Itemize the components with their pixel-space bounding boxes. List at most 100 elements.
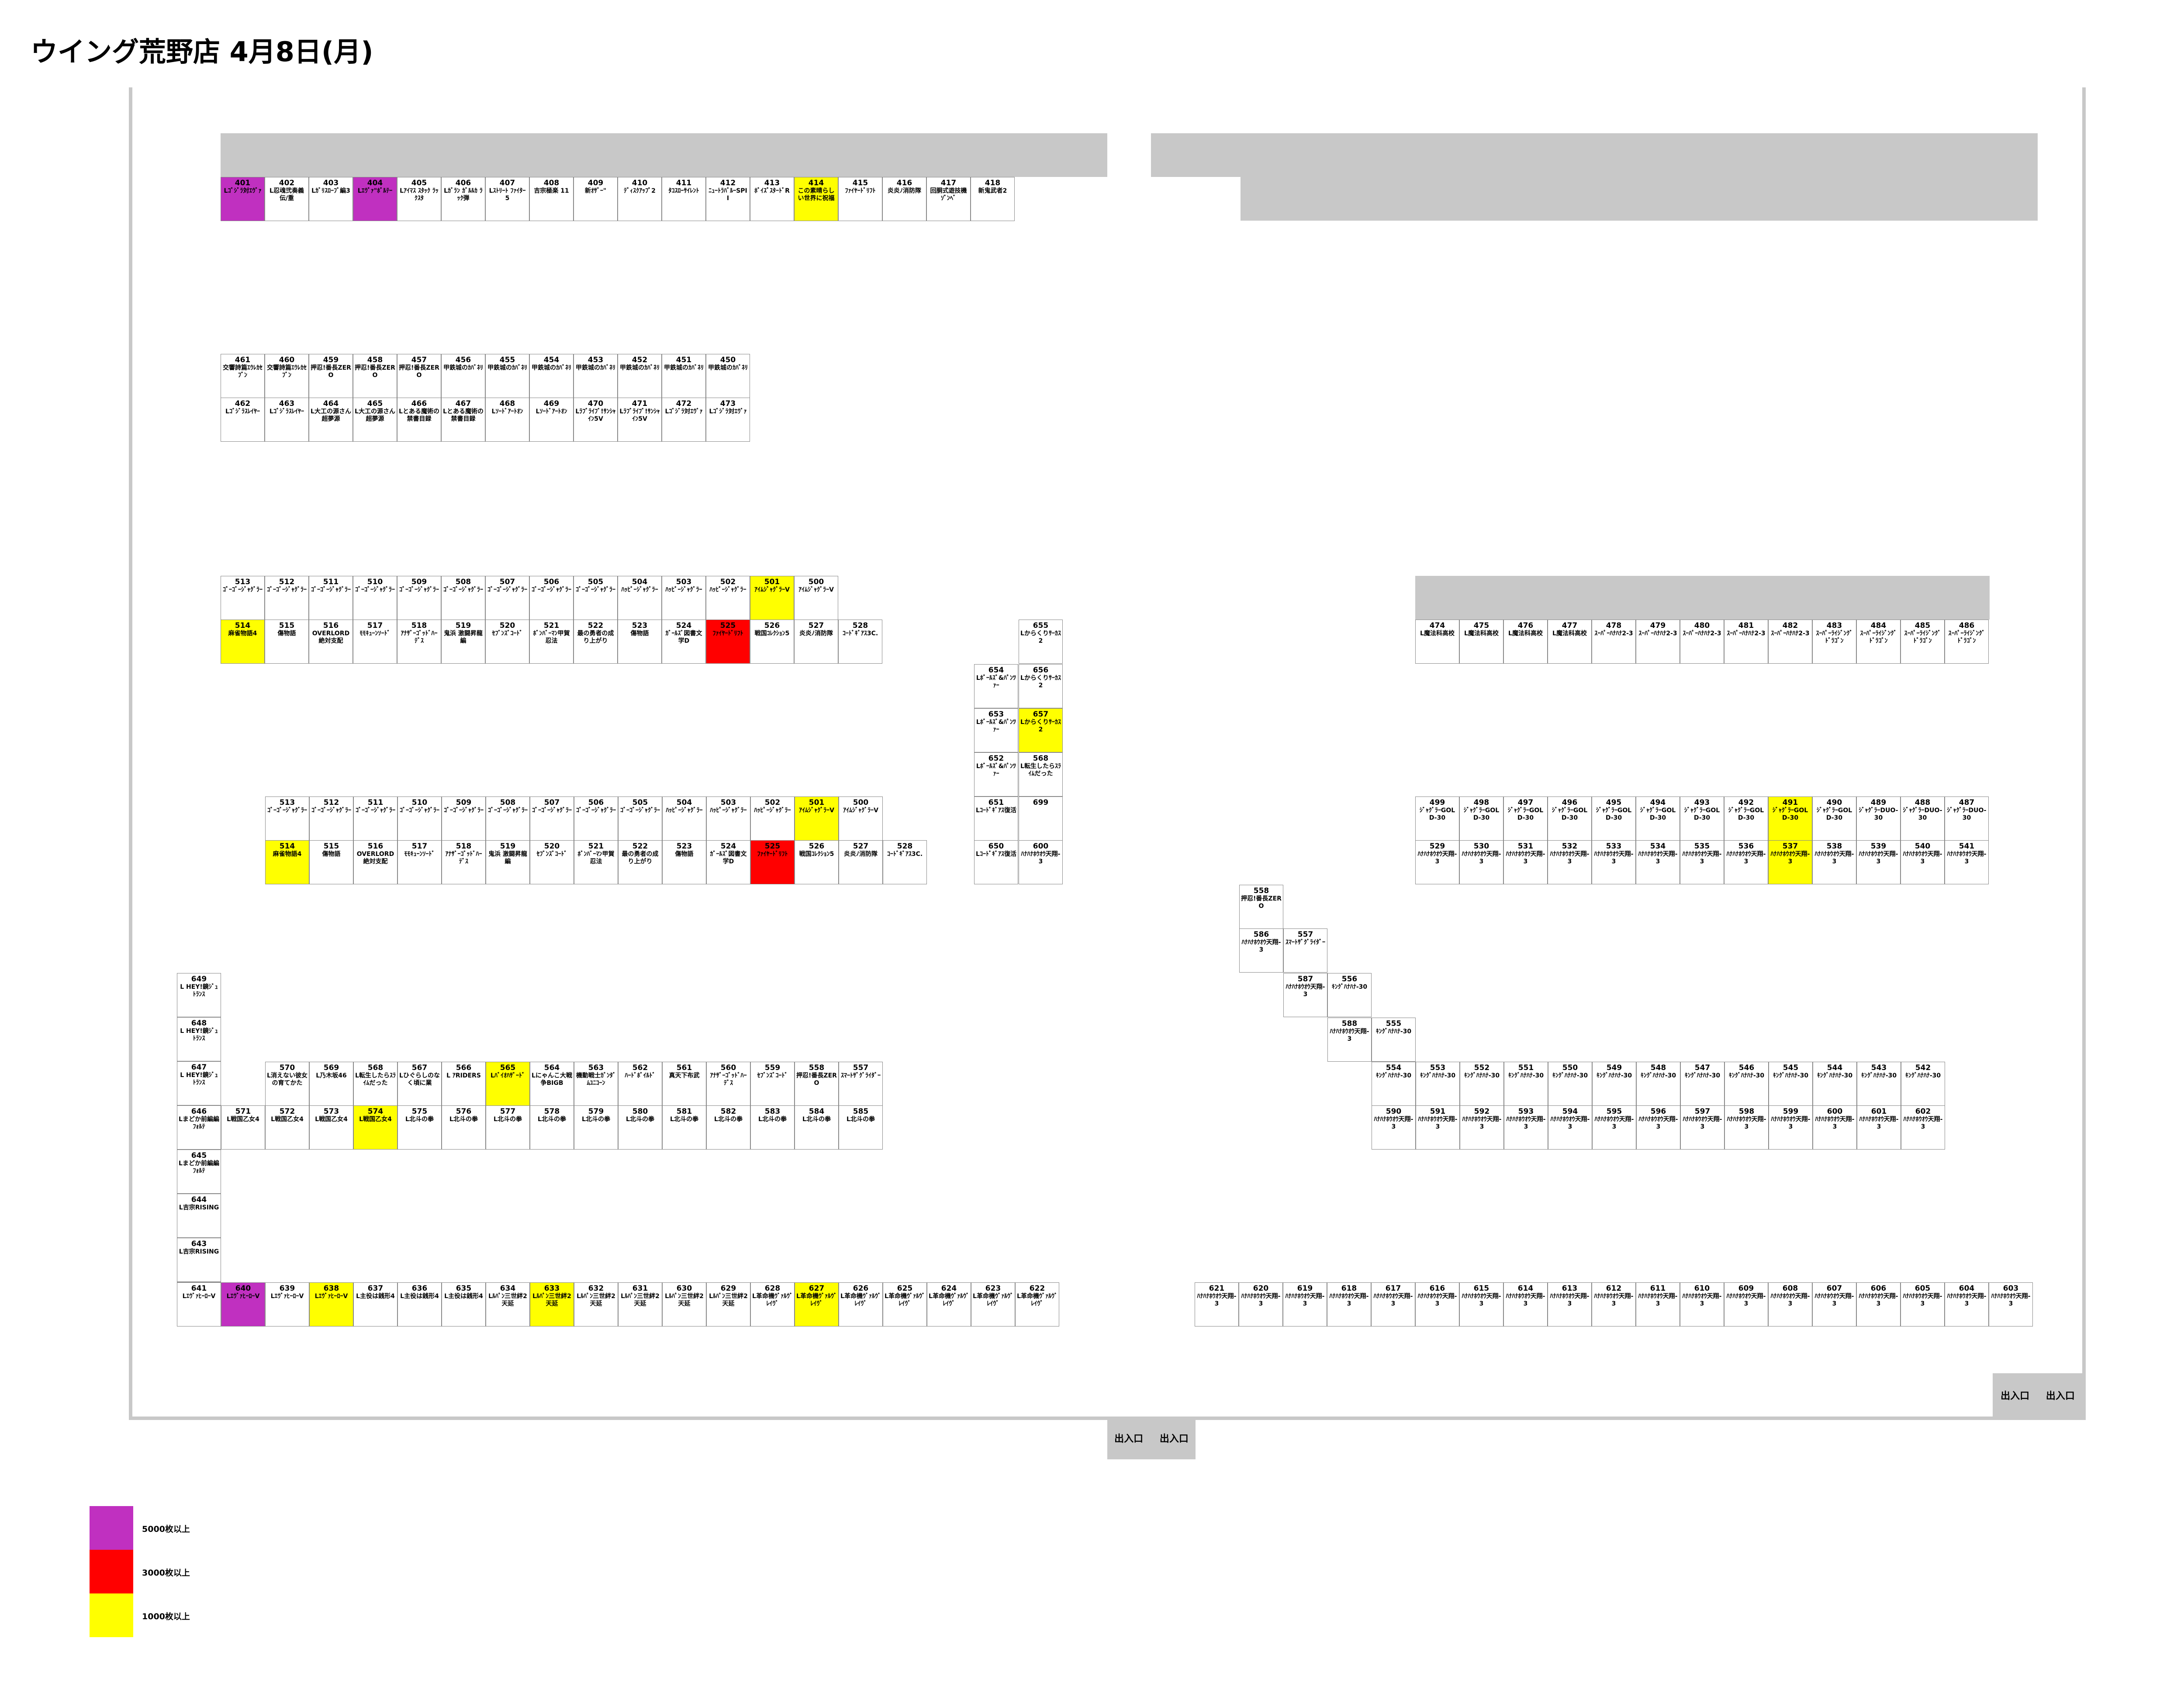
exit-bottom[interactable]: 出入口 出入口 — [1107, 1417, 1196, 1459]
exit-right[interactable]: 出入口 出入口 — [1993, 1373, 2083, 1417]
